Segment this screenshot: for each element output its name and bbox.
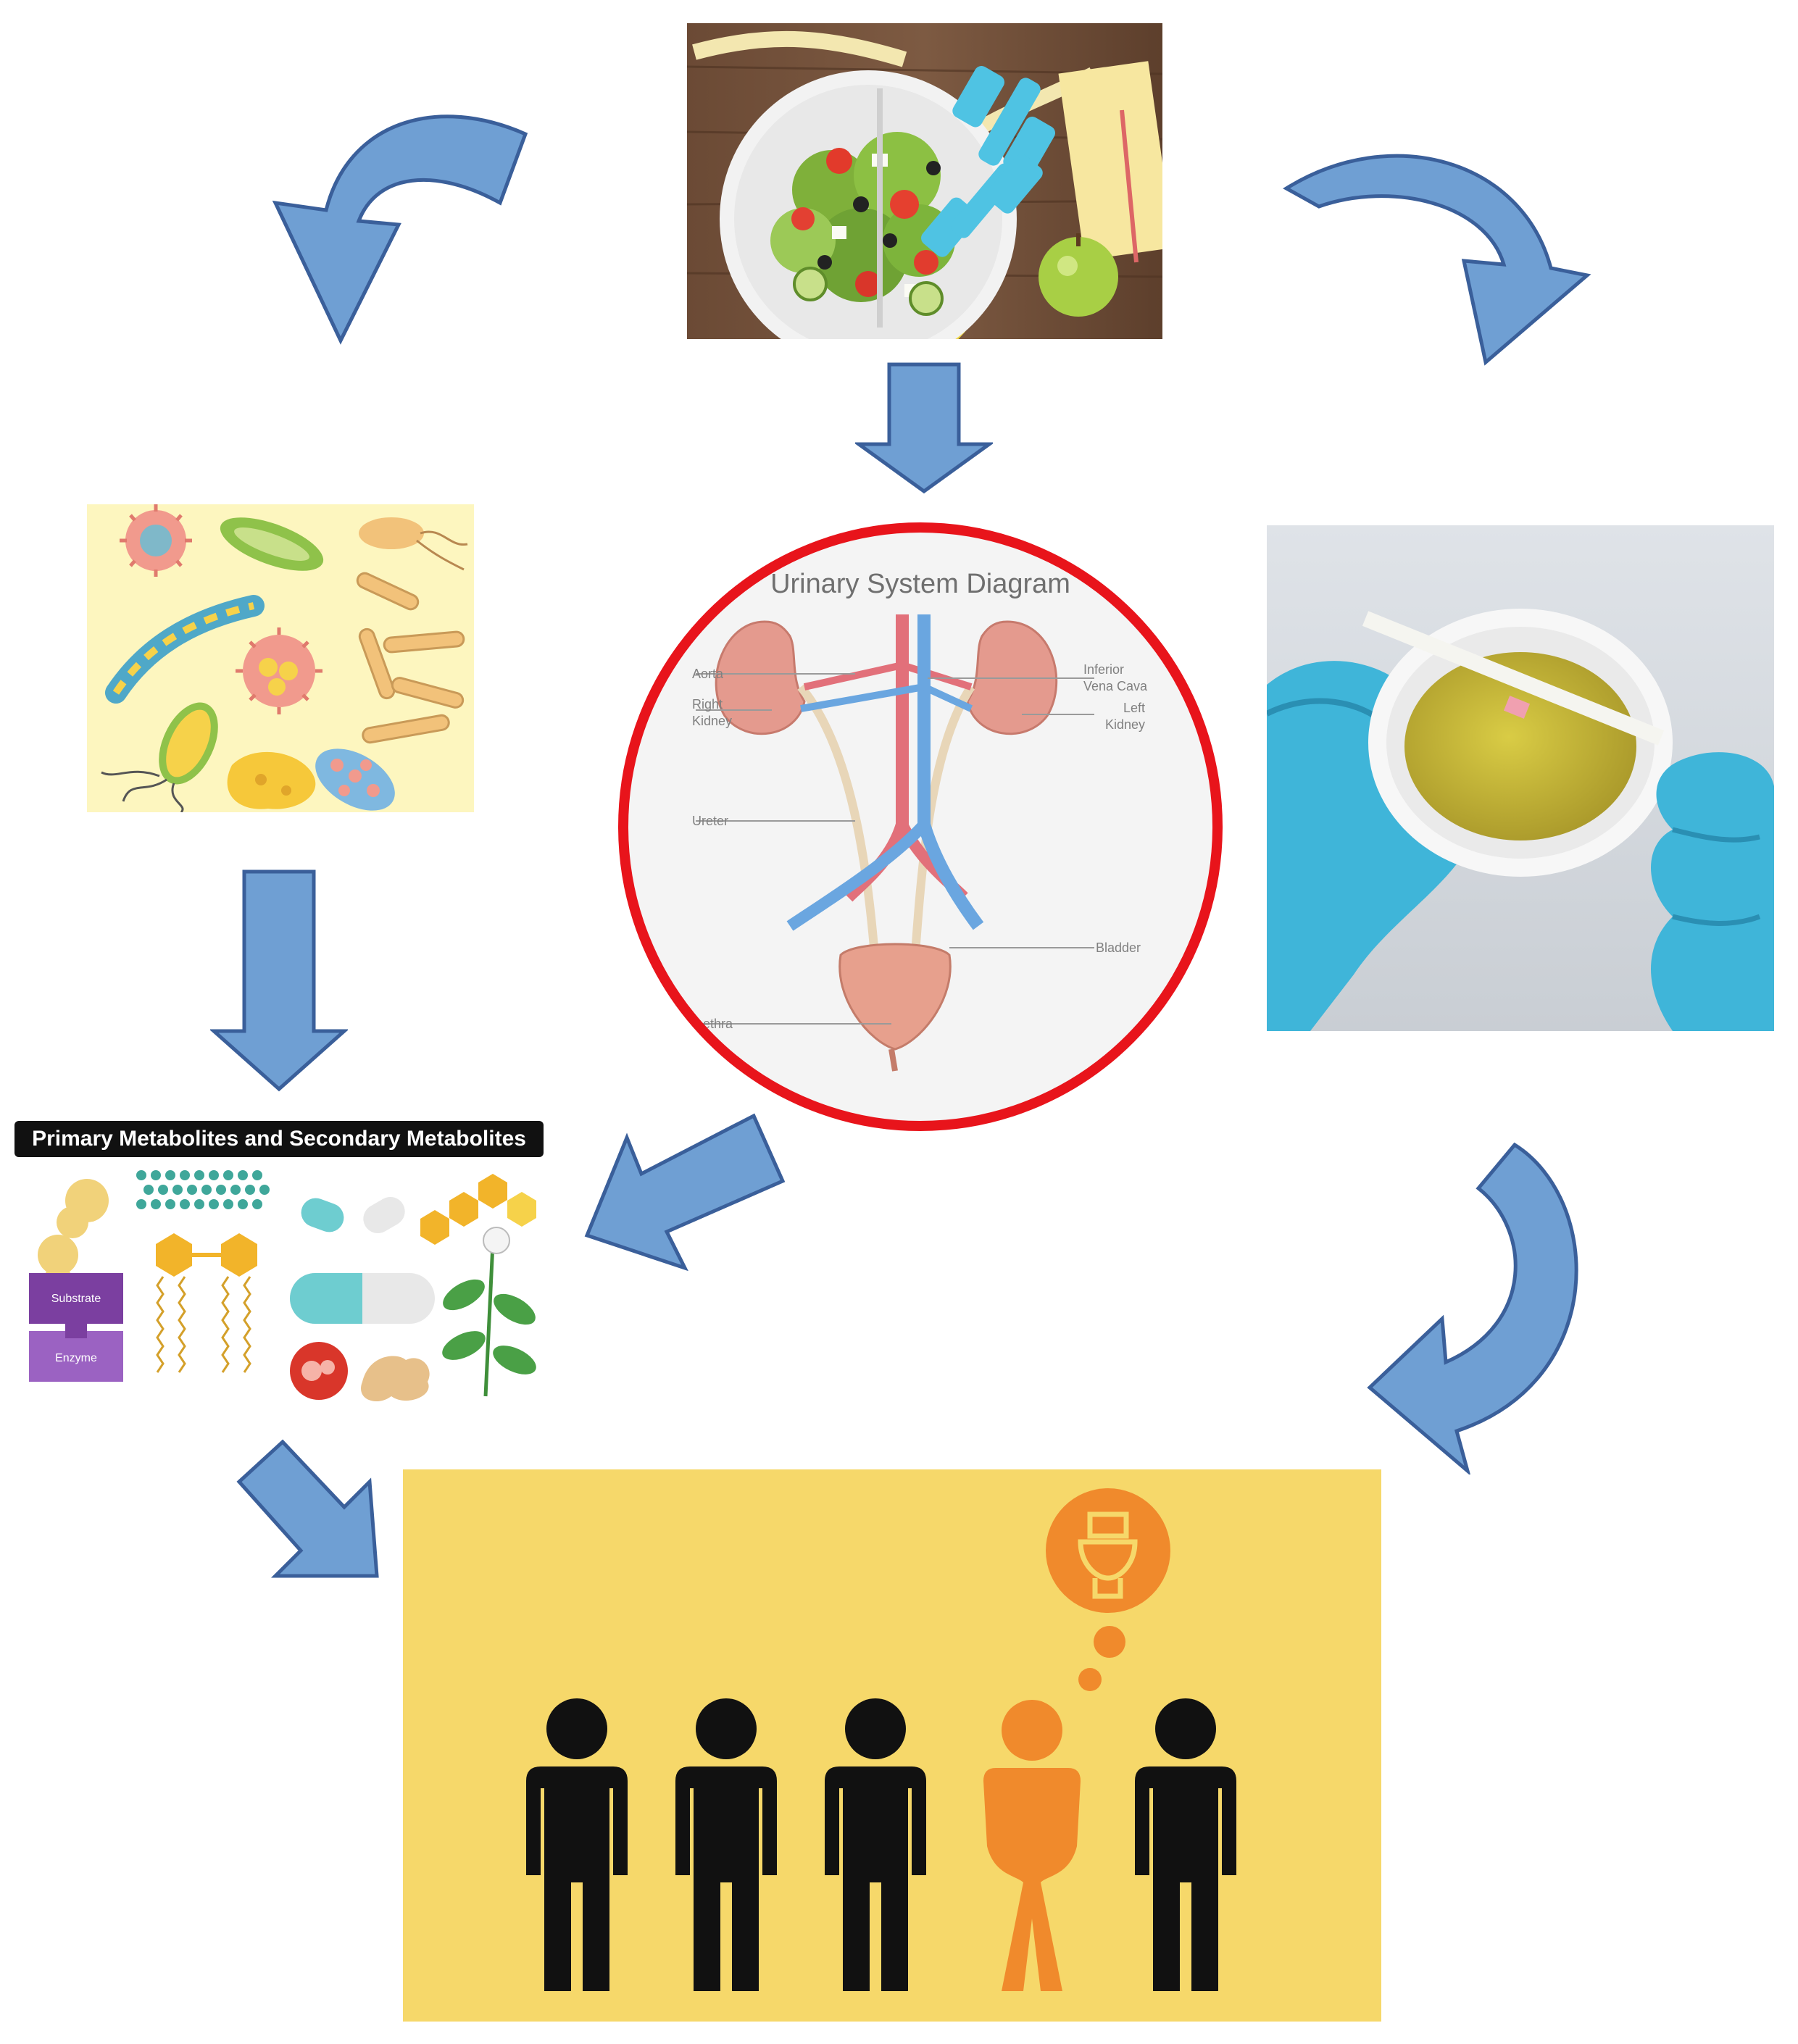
label-inferior-vena-cava: Inferior xyxy=(1083,662,1124,677)
urinary-title: Urinary System Diagram xyxy=(770,569,1070,599)
arrow-diet-to-urine-test xyxy=(1283,154,1591,366)
label-urethra: ethra xyxy=(703,1017,733,1031)
urinary-system-diagram: Urinary System Diagram Aorta Right Kidne… xyxy=(616,520,1225,1133)
label-left-kidney: Kidney xyxy=(1105,717,1145,732)
label-inferior-vena-cava: Vena Cava xyxy=(1083,679,1148,693)
arrow-microbes-to-metabolites xyxy=(210,869,348,1092)
microbes-illustration xyxy=(87,504,474,812)
arrow-urine-test-to-toilet xyxy=(1367,1142,1578,1474)
arrow-metabolites-to-toilet xyxy=(236,1439,379,1578)
substrate-label: Substrate xyxy=(51,1293,101,1305)
metabolites-illustration: Substrate Enzyme xyxy=(14,1121,551,1403)
red-highlight-ring xyxy=(618,522,1223,1131)
metabolites-title: Primary Metabolites and Secondary Metabo… xyxy=(14,1121,544,1157)
label-right-kidney: Kidney xyxy=(692,714,732,728)
toilet-queue-illustration xyxy=(403,1469,1381,2022)
person-icon xyxy=(675,1698,777,1991)
urine-test-photo xyxy=(1267,525,1774,1031)
person-icon-highlighted xyxy=(983,1700,1081,1991)
arrow-diet-to-microbes xyxy=(272,114,528,345)
label-aorta: Aorta xyxy=(692,667,724,681)
label-left-kidney: Left xyxy=(1123,701,1145,715)
diet-exercise-photo xyxy=(687,23,1162,339)
label-ureter: Ureter xyxy=(692,814,728,828)
label-right-kidney: Right xyxy=(692,697,723,712)
arrow-urinary-to-metabolites xyxy=(584,1113,786,1272)
person-icon xyxy=(1135,1698,1236,1991)
person-icon xyxy=(825,1698,926,1991)
label-bladder: Bladder xyxy=(1096,940,1141,955)
toilet-icon xyxy=(1046,1488,1170,1613)
person-icon xyxy=(526,1698,628,1991)
arrow-diet-to-urinary xyxy=(855,362,993,494)
enzyme-label: Enzyme xyxy=(55,1352,97,1364)
